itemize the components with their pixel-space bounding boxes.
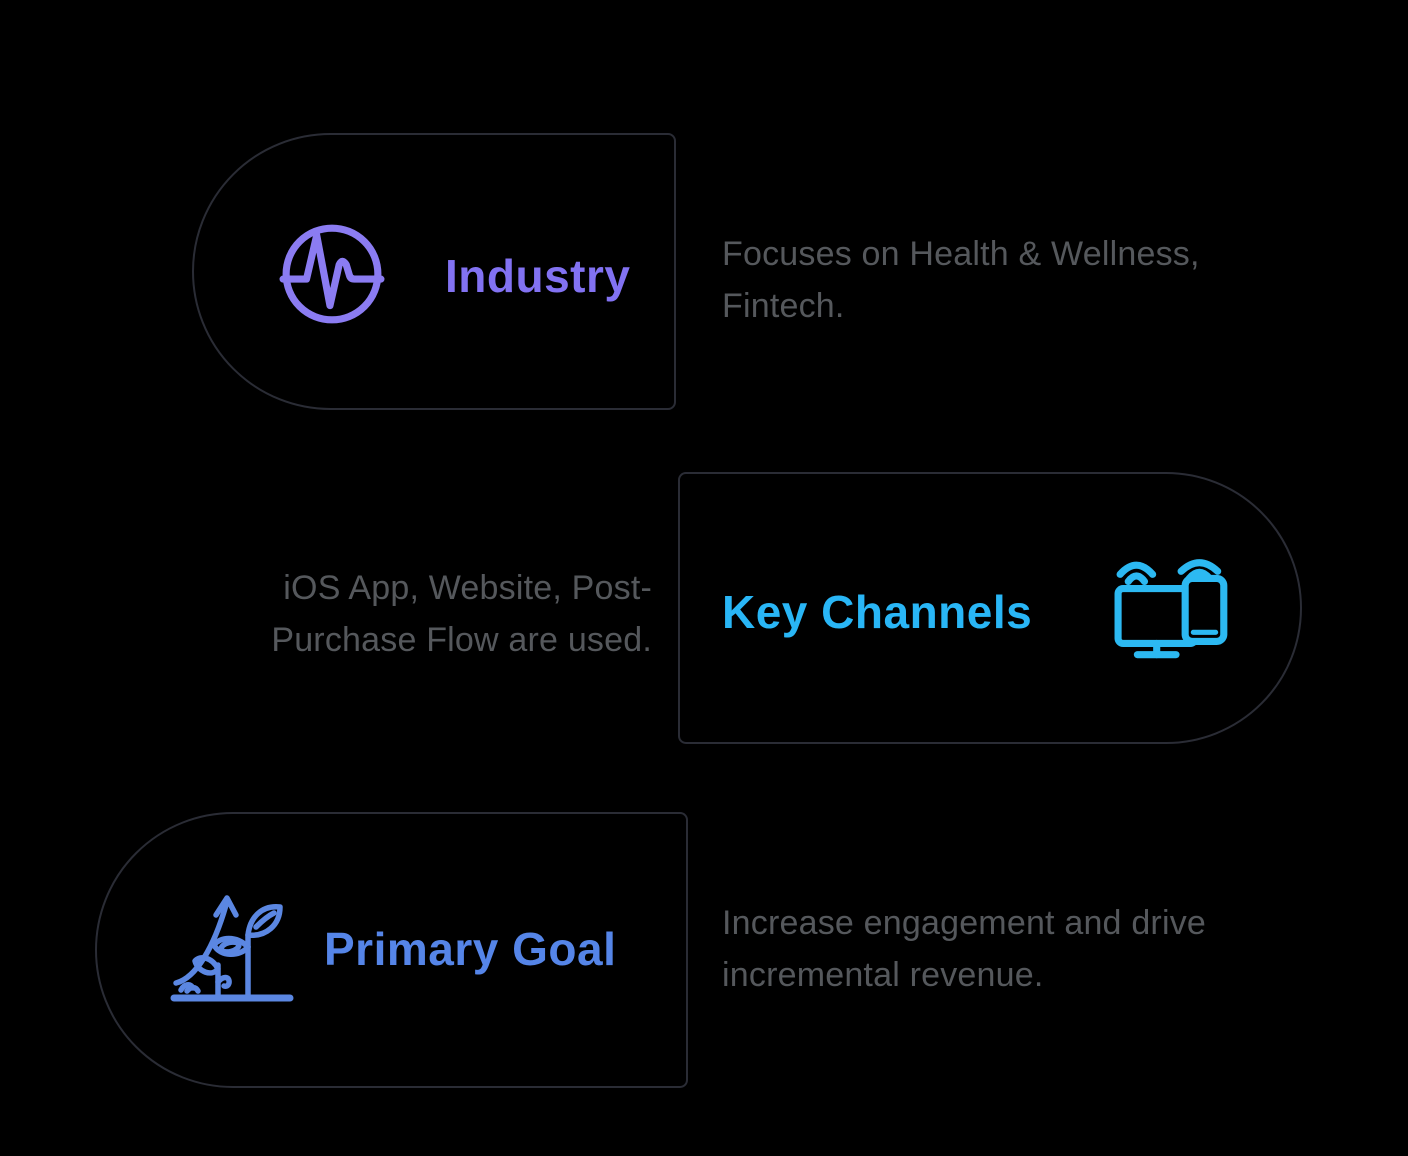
- card-title: Industry: [445, 250, 631, 302]
- card-primary-goal: Primary Goal: [95, 812, 688, 1088]
- card-key-channels: Key Channels: [678, 472, 1302, 744]
- growth-icon: [168, 885, 296, 1013]
- card-description: Focuses on Health & Wellness, Fintech.: [722, 235, 1200, 325]
- devices-icon: [1114, 552, 1236, 676]
- card-title: Key Channels: [722, 586, 1033, 638]
- card-description: iOS App, Website, Post-Purchase Flow are…: [271, 569, 652, 659]
- card-title: Primary Goal: [324, 923, 617, 975]
- card-description: Increase engagement and drive incrementa…: [722, 904, 1207, 994]
- pulse-icon: [279, 221, 385, 327]
- card-industry: Industry: [192, 133, 676, 410]
